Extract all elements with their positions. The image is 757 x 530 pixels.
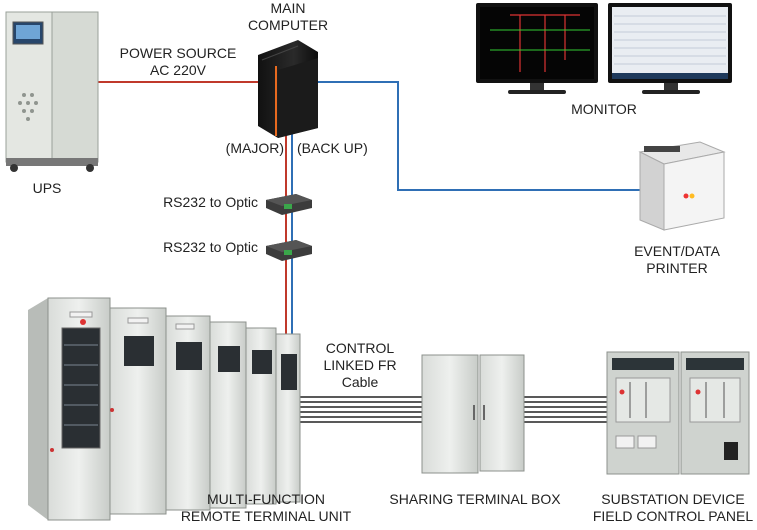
substation-label-line1: SUBSTATION DEVICE: [601, 491, 745, 507]
ups-cabinet: [5, 11, 99, 172]
control-cable-label: CONTROL LINKED FR Cable: [312, 340, 408, 391]
substation-label-line2: FIELD CONTROL PANEL: [592, 508, 754, 524]
monitor-label: MONITOR: [571, 101, 637, 117]
printer-label-line1: EVENT/DATA: [634, 243, 720, 259]
ups-label: UPS: [32, 180, 62, 196]
power-source-label-line2: AC 220V: [149, 62, 207, 78]
main-computer-label-line2: COMPUTER: [247, 17, 329, 33]
control-cable-label-line2: LINKED FR: [323, 357, 397, 373]
main-computer-tower: [258, 40, 318, 138]
rtu-label-line1: MULTI-FUNCTION: [207, 491, 325, 507]
control-cable-label-line3: Cable: [341, 374, 379, 390]
rtu-cabinets: [28, 297, 301, 521]
main-computer-label: MAIN COMPUTER: [232, 0, 344, 34]
data-line: [291, 81, 640, 340]
rs232-label-b: RS232 to Optic: [163, 239, 258, 255]
main-computer-label-line1: MAIN: [270, 0, 306, 16]
fiber-cable-left: [300, 396, 422, 423]
rtu-label-line2: REMOTE TERMINAL UNIT: [180, 508, 352, 524]
power-source-label: POWER SOURCE AC 220V: [103, 45, 253, 79]
power-source-label-line1: POWER SOURCE: [119, 45, 237, 61]
substation-panel: [606, 351, 750, 475]
sharing-terminal-box: [421, 354, 525, 474]
fiber-cable-right: [524, 396, 607, 423]
monitor-left: [476, 3, 598, 94]
rs232-converter-b: [266, 240, 312, 261]
power-line: [98, 81, 287, 340]
rs232-label-a: RS232 to Optic: [163, 194, 258, 210]
backup-label: (BACK UP): [297, 140, 368, 156]
rtu-label: MULTI-FUNCTION REMOTE TERMINAL UNIT: [176, 491, 356, 525]
event-data-printer: [638, 141, 726, 231]
substation-label: SUBSTATION DEVICE FIELD CONTROL PANEL: [590, 491, 756, 525]
control-cable-label-line1: CONTROL: [325, 340, 395, 356]
major-label: (MAJOR): [225, 140, 284, 156]
rs232-converter-a: [266, 194, 312, 215]
sharing-box-label: SHARING TERMINAL BOX: [389, 491, 561, 507]
printer-label-line2: PRINTER: [646, 260, 708, 276]
monitor-right: [608, 3, 732, 94]
printer-label: EVENT/DATA PRINTER: [622, 243, 732, 277]
